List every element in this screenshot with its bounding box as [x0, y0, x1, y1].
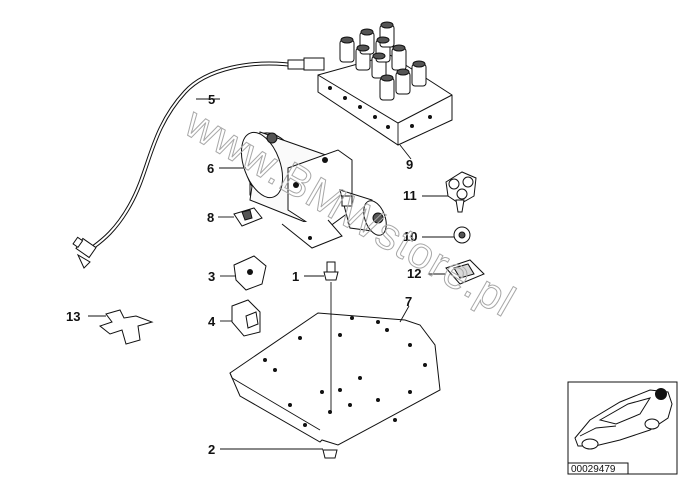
- callout-8: 8: [207, 210, 214, 225]
- vehicle-inset: 00029479: [567, 381, 678, 475]
- callout-labels: 1 2 3 4 5 6 7 8 9 10 11 12 13: [66, 92, 421, 457]
- callout-2: 2: [208, 442, 215, 457]
- callout-11: 11: [403, 188, 417, 203]
- callout-9: 9: [406, 157, 413, 172]
- diagram-id: 00029479: [571, 464, 616, 475]
- callout-12: 12: [407, 266, 421, 281]
- holder-clip: [233, 255, 267, 291]
- pipe-connector: [445, 171, 477, 213]
- cable-harness: [72, 57, 325, 269]
- callout-3: 3: [208, 269, 215, 284]
- car-silhouette-icon: [574, 388, 673, 450]
- rubber-grommet: [233, 207, 263, 227]
- callout-10: 10: [403, 229, 417, 244]
- stud-bolt: [323, 261, 339, 281]
- callout-7: 7: [405, 294, 412, 309]
- retaining-plate: [98, 309, 154, 345]
- pump-motor: [240, 131, 387, 249]
- angle-bracket: [231, 299, 261, 337]
- callout-13: 13: [66, 309, 80, 324]
- rubber-mount: [445, 259, 485, 285]
- leader-lines: [88, 98, 454, 450]
- callout-6: 6: [207, 161, 214, 176]
- watermark: www.BMWstore.pl: [176, 98, 523, 327]
- mounting-plate: [229, 312, 441, 446]
- callout-1: 1: [292, 269, 299, 284]
- valve-block: [317, 21, 453, 146]
- nut: [322, 449, 338, 459]
- callout-4: 4: [208, 314, 216, 329]
- callout-5: 5: [208, 92, 215, 107]
- protective-cap: [453, 226, 471, 244]
